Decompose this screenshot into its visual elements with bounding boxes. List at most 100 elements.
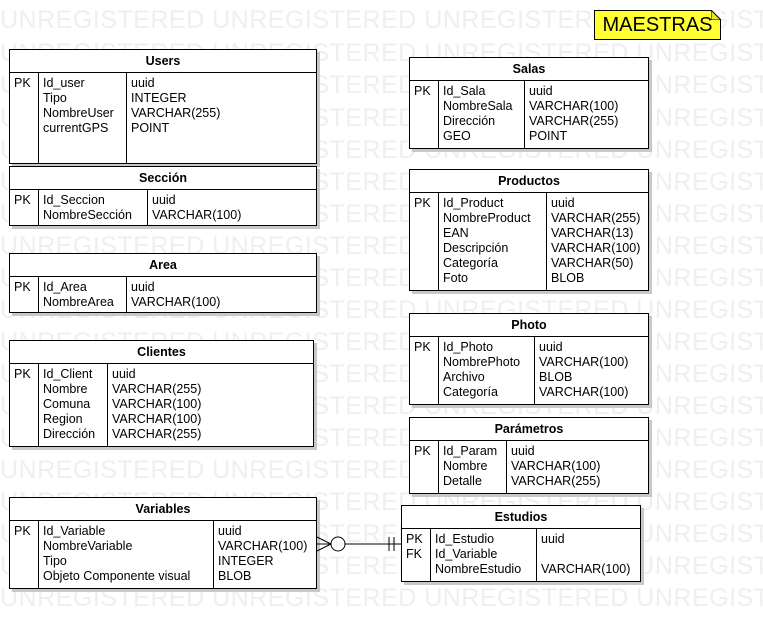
field-name[interactable]: Detalle [443,474,482,488]
table-clientes[interactable]: Clientes PK Id_Client Nombre Comuna Regi… [9,340,314,447]
field-name[interactable]: Comuna [43,397,91,411]
field-type[interactable]: VARCHAR(100) [152,208,242,222]
key-cell: PK [14,193,31,207]
field-name[interactable]: Id_Sala [443,84,486,98]
table-parametros[interactable]: Parámetros PK Id_Param Nombre Detalle uu… [409,417,649,494]
field-type[interactable]: uuid [511,444,535,458]
field-type[interactable]: uuid [131,280,155,294]
table-variables[interactable]: Variables PK Id_Variable NombreVariable … [9,497,317,589]
table-users[interactable]: Users PK Id_user Tipo NombreUser current… [9,49,317,164]
field-type[interactable]: uuid [551,196,575,210]
field-type[interactable]: VARCHAR(100) [131,295,221,309]
field-type[interactable]: BLOB [551,271,585,285]
field-type[interactable]: uuid [541,532,565,546]
field-name[interactable]: Objeto Componente visual [43,569,191,583]
field-name[interactable]: Id_Estudio [435,532,495,546]
field-type[interactable]: BLOB [539,370,573,384]
field-type[interactable]: VARCHAR(100) [529,99,619,113]
field-type[interactable]: POINT [131,121,170,135]
field-name[interactable]: Nombre [43,382,88,396]
table-area[interactable]: Area PK Id_Area NombreArea uuid VARCHAR(… [9,253,317,313]
field-name[interactable]: Archivo [443,370,485,384]
field-name[interactable]: Id_Variable [435,547,498,561]
field-type[interactable]: INTEGER [131,91,187,105]
field-name[interactable]: Tipo [43,554,67,568]
field-type[interactable]: uuid [529,84,553,98]
field-column: Id_Estudio Id_Variable NombreEstudio [431,529,537,581]
field-type[interactable]: VARCHAR(100) [112,397,202,411]
key-cell: FK [406,547,422,561]
field-type[interactable]: uuid [152,193,176,207]
field-type[interactable]: uuid [539,340,563,354]
key-column: PK [10,277,39,312]
field-name[interactable]: NombreSección [43,208,132,222]
field-name[interactable]: EAN [443,226,469,240]
field-type[interactable]: VARCHAR(255) [112,382,202,396]
field-type[interactable]: uuid [112,367,136,381]
field-name[interactable]: Region [43,412,83,426]
field-name[interactable]: Id_user [43,76,85,90]
table-title: Productos [410,170,648,193]
field-type[interactable]: VARCHAR(255) [131,106,221,120]
field-type[interactable]: VARCHAR(100) [539,385,629,399]
field-name[interactable]: Id_Param [443,444,498,458]
field-name[interactable]: Id_Photo [443,340,494,354]
note-fold-icon [711,10,721,20]
field-name[interactable]: Id_Area [43,280,87,294]
key-column: PK [410,193,439,290]
field-type[interactable]: uuid [131,76,155,90]
field-type[interactable]: VARCHAR(100) [112,412,202,426]
field-name[interactable]: Dirección [443,114,496,128]
table-photo[interactable]: Photo PK Id_Photo NombrePhoto Archivo Ca… [409,313,649,405]
field-column: Id_user Tipo NombreUser currentGPS [39,73,127,163]
field-type[interactable]: INTEGER [218,554,274,568]
field-type[interactable]: VARCHAR(100) [551,241,641,255]
field-name[interactable]: NombreProduct [443,211,531,225]
field-type[interactable]: BLOB [218,569,252,583]
table-title: Estudios [402,506,640,529]
field-name[interactable]: NombreSala [443,99,513,113]
field-type[interactable]: VARCHAR(100) [218,539,308,553]
field-type[interactable]: VARCHAR(255) [551,211,641,225]
field-type[interactable]: VARCHAR(13) [551,226,634,240]
field-name[interactable]: GEO [443,129,471,143]
maestras-note-label: MAESTRAS [602,14,713,36]
field-name[interactable]: Foto [443,271,469,285]
field-name[interactable]: Nombre [443,459,488,473]
field-name[interactable]: Id_Seccion [43,193,105,207]
field-type[interactable]: uuid [218,524,242,538]
field-name[interactable]: NombreArea [43,295,114,309]
field-type[interactable]: VARCHAR(100) [539,355,629,369]
field-type[interactable]: VARCHAR(255) [511,474,601,488]
table-seccion[interactable]: Sección PK Id_Seccion NombreSección uuid… [9,166,317,226]
field-name[interactable]: Id_Variable [43,524,106,538]
field-name[interactable]: currentGPS [43,121,109,135]
field-column: Id_Product NombreProduct EAN Descripción… [439,193,547,290]
field-name[interactable]: Tipo [43,91,67,105]
key-cell: PK [14,524,31,538]
field-name[interactable]: Id_Client [43,367,93,381]
field-name[interactable]: NombrePhoto [443,355,521,369]
field-type[interactable]: VARCHAR(100) [511,459,601,473]
field-name[interactable]: Id_Product [443,196,504,210]
table-productos[interactable]: Productos PK Id_Product NombreProduct EA… [409,169,649,291]
field-type[interactable]: VARCHAR(100) [541,562,631,576]
type-column: uuid VARCHAR(100) BLOB VARCHAR(100) [535,337,648,404]
table-estudios[interactable]: Estudios PK FK Id_Estudio Id_Variable No… [401,505,641,582]
field-name[interactable]: Categoría [443,256,498,270]
table-salas[interactable]: Salas PK Id_Sala NombreSala Dirección GE… [409,57,649,149]
field-type[interactable]: VARCHAR(255) [112,427,202,441]
field-type[interactable]: POINT [529,129,568,143]
field-name[interactable]: Categoría [443,385,498,399]
table-title: Clientes [10,341,313,364]
field-name[interactable]: NombreVariable [43,539,133,553]
field-name[interactable]: NombreEstudio [435,562,522,576]
field-type[interactable]: VARCHAR(255) [529,114,619,128]
field-column: Id_Client Nombre Comuna Region Dirección [39,364,108,446]
key-cell: PK [414,196,431,210]
field-name[interactable]: Descripción [443,241,509,255]
field-name[interactable]: NombreUser [43,106,114,120]
field-name[interactable]: Dirección [43,427,96,441]
field-type[interactable]: VARCHAR(50) [551,256,634,270]
